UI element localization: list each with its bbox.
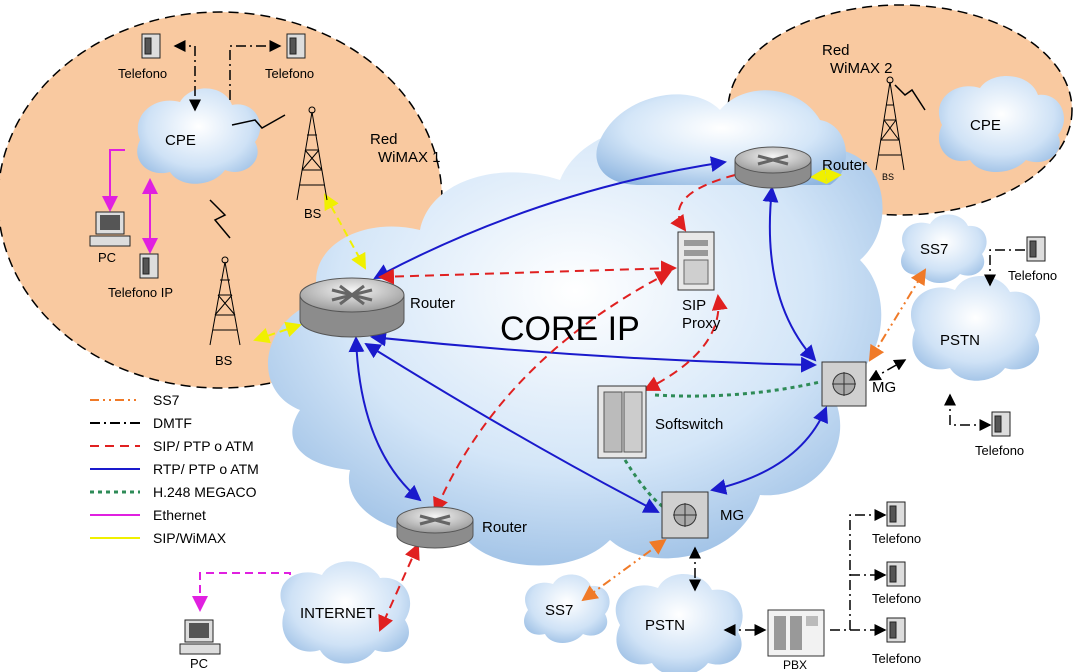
legend-item: Ethernet (90, 507, 206, 523)
phone-icon (139, 33, 1046, 643)
router-main-label: Router (410, 295, 455, 312)
pc-2[interactable] (179, 619, 221, 655)
ss7-bottom-label: SS7 (545, 602, 573, 619)
legend-item: SS7 (90, 392, 180, 408)
legend-label: DMTF (153, 415, 192, 431)
tel-right1-label: Telefono (1008, 268, 1057, 283)
router-bottom[interactable] (396, 506, 474, 549)
legend-label: SIP/WiMAX (153, 530, 227, 546)
bs3-label: BS (882, 172, 894, 182)
tel-top1-label: Telefono (118, 66, 167, 81)
softswitch-label: Softswitch (655, 416, 723, 433)
internet-cloud (280, 561, 411, 664)
cpe1-cloud (137, 88, 261, 184)
legend-item: SIP/WiMAX (90, 530, 227, 546)
pc1-label: PC (98, 250, 116, 265)
mg-right-box[interactable] (821, 361, 867, 407)
bs-tower-2 (209, 256, 241, 346)
megaco-links (623, 380, 821, 512)
ethernet-links (102, 149, 291, 612)
ss7-right-label: SS7 (920, 241, 948, 258)
legend-item: RTP/ PTP o ATM (90, 461, 259, 477)
tel-pbx2-label: Telefono (872, 591, 921, 606)
pc-1[interactable] (89, 211, 131, 247)
legend-item: SIP/ PTP o ATM (90, 438, 254, 454)
core-ip-label: CORE IP (500, 310, 640, 348)
mg-bottom-box[interactable] (661, 491, 709, 539)
router-right[interactable] (734, 146, 812, 189)
legend-label: Ethernet (153, 507, 206, 523)
ss7-links (581, 268, 927, 602)
softswitch-server[interactable] (597, 385, 647, 459)
bs-tower-3 (875, 76, 905, 171)
wireless-bolts (209, 84, 926, 239)
bs-tower-1 (296, 106, 328, 201)
cpe2-label: CPE (970, 117, 1001, 134)
internet-label: INTERNET (300, 605, 375, 622)
pstn-bottom-label: PSTN (645, 617, 685, 634)
tel-right2-label: Telefono (975, 443, 1024, 458)
mg-right-label: MG (872, 379, 896, 396)
pbx-label: PBX (783, 658, 807, 672)
legend-label: SS7 (153, 392, 180, 408)
bs2-label: BS (215, 353, 233, 368)
tel-pbx1-label: Telefono (872, 531, 921, 546)
router-main[interactable] (299, 277, 405, 338)
pc2-label: PC (190, 656, 208, 671)
wimax-links (253, 168, 842, 344)
legend-label: SIP/ PTP o ATM (153, 438, 254, 454)
pstn-right-label: PSTN (940, 332, 980, 349)
legend-item: H.248 MEGACO (90, 484, 257, 500)
dmtf-links (173, 40, 1025, 636)
legend-label: RTP/ PTP o ATM (153, 461, 259, 477)
bs1-label: BS (304, 206, 322, 221)
router-bottom-label: Router (482, 519, 527, 536)
legend-item: DMTF (90, 415, 192, 431)
mg-bottom-label: MG (720, 507, 744, 524)
tel-pbx3-label: Telefono (872, 651, 921, 666)
sip-links (378, 174, 736, 632)
cpe1-label: CPE (165, 132, 196, 149)
pbx-box[interactable] (767, 609, 825, 657)
cpe2-cloud (938, 75, 1065, 172)
ss7-right-cloud (901, 214, 987, 283)
tel-ip-label: Telefono IP (108, 285, 173, 300)
tel-top2-label: Telefono (265, 66, 314, 81)
pstn-right-cloud (910, 275, 1041, 381)
router-right-label: Router (822, 157, 867, 174)
legend-label: H.248 MEGACO (153, 484, 257, 500)
sip-proxy-server[interactable] (677, 231, 715, 291)
